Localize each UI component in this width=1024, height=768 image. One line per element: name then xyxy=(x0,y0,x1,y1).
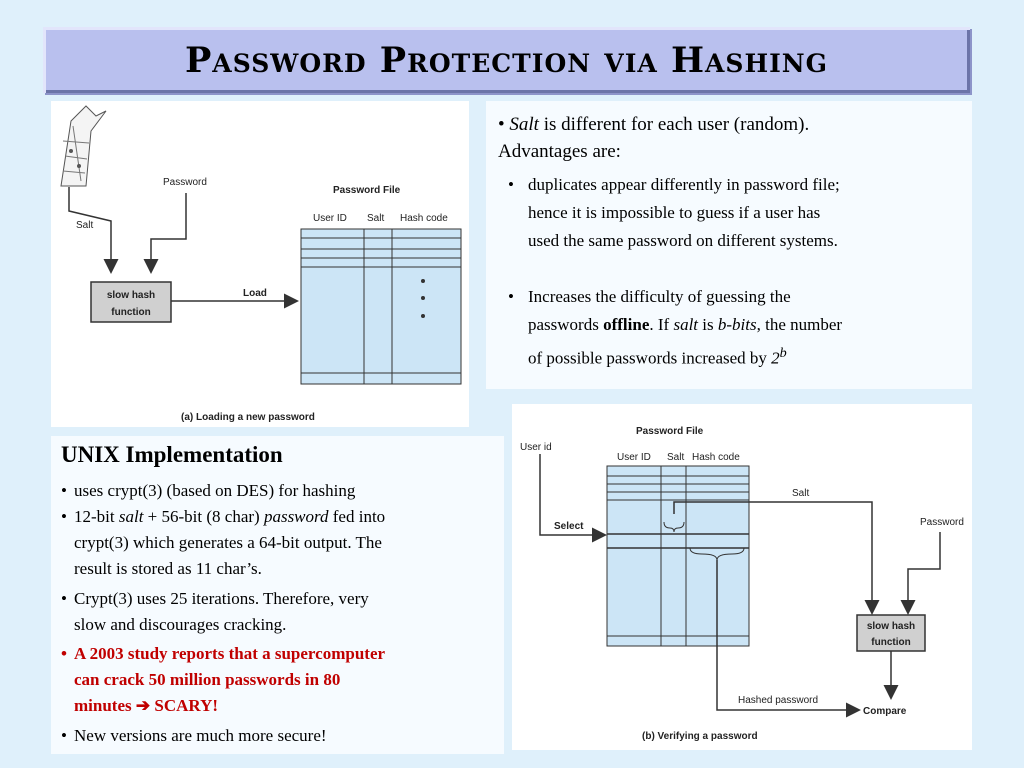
caption-a: (a) Loading a new password xyxy=(181,412,315,423)
advantage-1-line3: used the same password on different syst… xyxy=(528,231,838,250)
diagram-a: Password Salt slow hash function Load Pa… xyxy=(60,105,462,423)
salt-intro-line1: • Salt is different for each user (rando… xyxy=(498,111,809,138)
select-label: Select xyxy=(554,521,584,532)
password-file-table-b xyxy=(606,465,750,647)
diagram-b-panel: Password File User id User ID Salt Hash … xyxy=(512,404,972,750)
title-bar: Password Protection via Hashing xyxy=(43,27,970,93)
select-arrow xyxy=(539,454,607,543)
hash-box-line1: slow hash xyxy=(107,290,155,301)
load-label: Load xyxy=(243,288,267,299)
salt-intro-rest: is different for each user (random). xyxy=(538,114,810,135)
advantage-1-line2: hence it is impossible to guess if a use… xyxy=(528,203,821,222)
col-hash-code: Hash code xyxy=(400,213,448,224)
hash-box-b-line2: function xyxy=(871,637,910,648)
user-id-label: User id xyxy=(520,442,552,453)
col-user-id: User ID xyxy=(313,213,347,224)
hash-box-line2: function xyxy=(111,307,150,318)
salt-advantages-panel: • Salt is different for each user (rando… xyxy=(486,101,972,389)
compare-label: Compare xyxy=(863,706,907,717)
password-file-table xyxy=(300,228,462,385)
salt-label: Salt xyxy=(76,220,93,231)
hashed-password-label: Hashed password xyxy=(738,695,818,706)
salt-label-b: Salt xyxy=(792,488,809,499)
advantage-2-line1: Increases the difficulty of guessing the xyxy=(528,287,791,306)
caption-b: (b) Verifying a password xyxy=(642,731,758,742)
password-file-title: Password File xyxy=(333,185,401,196)
salt-term: Salt xyxy=(509,114,539,135)
password-label-b: Password xyxy=(920,517,964,528)
diagram-a-panel: Password Salt slow hash function Load Pa… xyxy=(51,101,469,427)
advantage-2-line2: passwords offline. If salt is b-bits, th… xyxy=(528,315,843,334)
salt-arrow-b xyxy=(673,501,880,615)
right-arrow-icon: ➔ xyxy=(135,696,151,715)
advantage-2-line3: of possible passwords increased by 2b xyxy=(528,345,787,368)
diagram-b: Password File User id User ID Salt Hash … xyxy=(520,426,964,742)
salt-arrow xyxy=(68,187,119,274)
slow-hash-function-box-b xyxy=(856,614,926,652)
bullet: • xyxy=(498,114,505,135)
password-label: Password xyxy=(163,177,207,188)
hash-box-b-line1: slow hash xyxy=(867,621,915,632)
unix-heading: UNIX Implementation xyxy=(61,442,283,467)
col-salt: Salt xyxy=(367,213,384,224)
password-arrow-b xyxy=(900,532,941,615)
col-hash-code-b: Hash code xyxy=(692,452,740,463)
slide-title: Password Protection via Hashing xyxy=(184,39,829,81)
salt-intro-line2: Advantages are: xyxy=(498,141,621,162)
unix-implementation-panel: UNIX Implementation •uses crypt(3) (base… xyxy=(51,436,504,754)
password-file-title-b: Password File xyxy=(636,426,704,437)
col-salt-b: Salt xyxy=(667,452,684,463)
salt-brace xyxy=(663,521,685,533)
password-arrow xyxy=(143,193,187,274)
hashed-password-arrow xyxy=(716,560,861,718)
slow-hash-function-box xyxy=(90,281,172,323)
dice-cup-icon xyxy=(60,105,107,187)
col-user-id-b: User ID xyxy=(617,452,651,463)
advantage-1-line1: duplicates appear differently in passwor… xyxy=(528,175,840,194)
